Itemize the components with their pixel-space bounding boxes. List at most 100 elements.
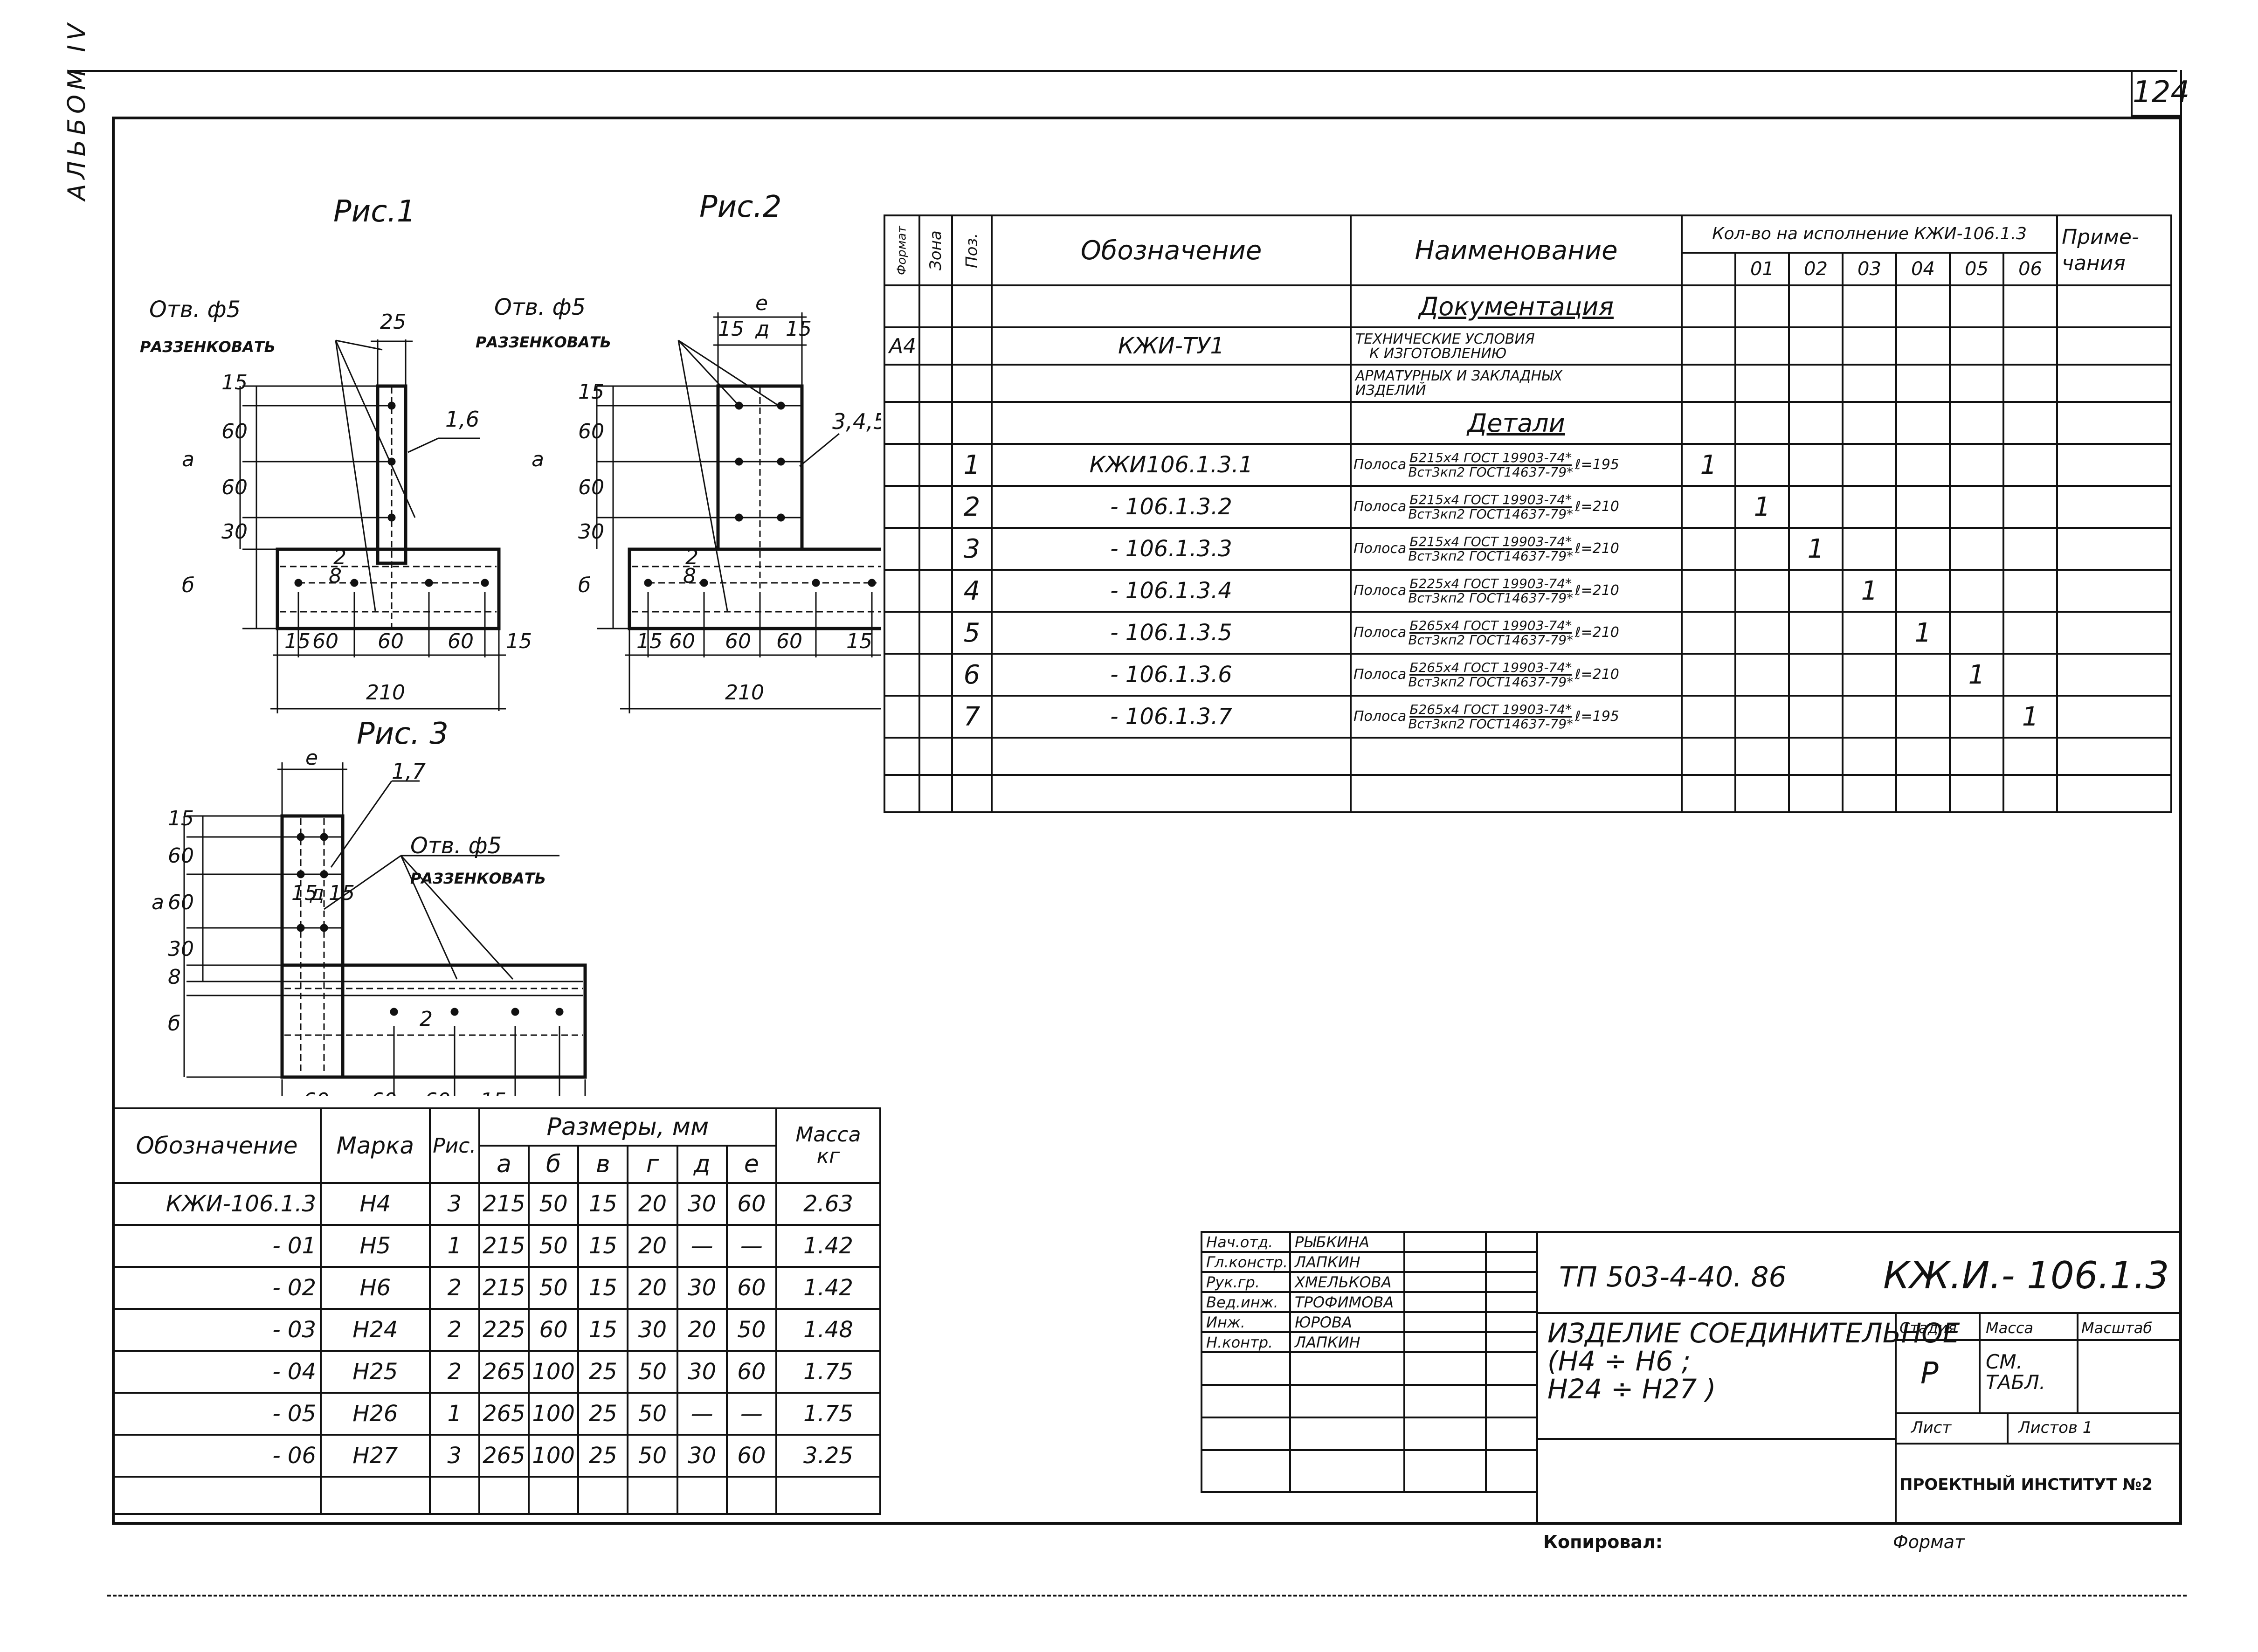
- spec-length: ℓ=210: [1575, 624, 1619, 641]
- fig3-dim-label: 15: [480, 1089, 506, 1096]
- dims-size-col: б: [527, 1145, 580, 1184]
- dims-head-fig: Рис.: [428, 1107, 480, 1184]
- fig3-dim-label: 15: [291, 881, 318, 905]
- fig3-dim-label: 60: [303, 1089, 329, 1096]
- fig2-dim-label: 8: [683, 564, 696, 588]
- dims-size-e: —: [725, 1224, 777, 1268]
- sheets-label: Листов 1: [2018, 1418, 2093, 1437]
- album-label: АЛЬБОМ IV: [63, 19, 91, 200]
- spec-pos: 4: [951, 569, 993, 613]
- spec-head-zone: Зона: [919, 215, 952, 285]
- sheet-number: 124: [2131, 70, 2189, 117]
- dims-size-col: г: [627, 1145, 678, 1184]
- fig2-title: Рис.2: [699, 190, 781, 224]
- fig2-dim-label: а: [532, 448, 544, 471]
- spec-qty: 1: [1734, 485, 1790, 529]
- sig-signature: [1403, 1291, 1487, 1313]
- dims-mass: 1.75: [775, 1392, 882, 1436]
- sig-role: Вед.инж.: [1201, 1291, 1291, 1313]
- fig3-posref: 1,7: [392, 759, 426, 784]
- sig-role: Гл.констр.: [1201, 1251, 1291, 1273]
- fig3-dim-label: 60: [168, 891, 194, 914]
- fig2-dim-label: 60: [776, 629, 802, 653]
- scale-label: Масштаб: [2081, 1319, 2153, 1337]
- fig1-dim-label: 60: [312, 629, 338, 653]
- fig2-dim-label: 2: [685, 546, 698, 569]
- spec-variant-04: 04: [1895, 252, 1951, 286]
- fig2-dim-label: е: [755, 291, 768, 315]
- spec-body: 1 КЖИ106.1.3.1 Полоса Б215х4 ГОСТ 19903-7…: [884, 443, 2173, 739]
- spec-item: Полоса: [1353, 666, 1407, 683]
- dims-size-e: 60: [725, 1434, 777, 1478]
- dims-fig: 1: [428, 1224, 480, 1268]
- fig2-dim-label: 60: [669, 629, 695, 653]
- stage-label: Стадия: [1899, 1319, 1957, 1337]
- fig2-hole: Отв. ф5: [494, 294, 586, 320]
- sheet-label: Лист: [1911, 1418, 1952, 1437]
- spec-profile: Б265х4 ГОСТ 19903-74*: [1409, 659, 1572, 676]
- signature-row: Нач.отд. РЫБКИНА: [1201, 1231, 1538, 1253]
- spec-designation: КЖИ106.1.3.1: [991, 443, 1352, 487]
- doc-name-line4: ИЗДЕЛИЙ: [1355, 382, 1426, 399]
- sig-name: РЫБКИНА: [1289, 1231, 1405, 1253]
- spec-length: ℓ=195: [1575, 456, 1619, 473]
- spec-profile: Б215х4 ГОСТ 19903-74*: [1409, 533, 1572, 550]
- fig3-dimensions: е15606030аб815д15260606015195: [152, 746, 506, 1096]
- dims-size-a: 225: [478, 1308, 530, 1352]
- format-label: Формат: [1893, 1532, 1965, 1552]
- title-block: ТП 503-4-40. 86 КЖ.И.- 106.1.3 ИЗДЕЛИЕ С…: [1536, 1231, 2182, 1525]
- spec-section-details: Детали: [1350, 401, 1683, 445]
- spec-table: Формат Зона Поз. Обозначение Наименовани…: [884, 214, 2173, 813]
- doc-name-line1: ТЕХНИЧЕСКИЕ УСЛОВИЯ: [1355, 331, 1535, 347]
- dims-size-a: 265: [478, 1392, 530, 1436]
- sig-signature: [1403, 1331, 1487, 1353]
- sig-signature: [1403, 1271, 1487, 1293]
- spec-item: Полоса: [1353, 582, 1407, 599]
- dims-size-e: 60: [725, 1182, 777, 1226]
- fig2-dim-label: 15: [846, 629, 872, 653]
- dims-size-col: е: [725, 1145, 777, 1184]
- spec-designation: - 106.1.3.2: [991, 485, 1352, 529]
- dims-designation: - 04: [112, 1350, 322, 1394]
- spec-steel: Вст3кп2 ГОСТ14637-79*: [1408, 464, 1574, 480]
- dims-mass: 1.75: [775, 1350, 882, 1394]
- fig1-dim-label: 15: [284, 629, 311, 653]
- fig2-dim-label: 60: [578, 420, 604, 443]
- fig3-dim-label: 15: [168, 807, 194, 830]
- dims-mark: Н27: [320, 1434, 431, 1478]
- dims-size-d: —: [676, 1224, 728, 1268]
- dims-size-d: 30: [676, 1182, 728, 1226]
- dims-size-v: 15: [577, 1266, 629, 1310]
- spec-length: ℓ=195: [1575, 708, 1619, 725]
- spec-profile: Б215х4 ГОСТ 19903-74*: [1409, 449, 1572, 466]
- sig-name: ХМЕЛЬКОВА: [1289, 1271, 1405, 1293]
- spec-variant-02: 02: [1788, 252, 1844, 286]
- dims-size-col: в: [577, 1145, 629, 1184]
- spec-head-pos: Поз.: [952, 215, 992, 285]
- dims-size-g: 20: [627, 1224, 678, 1268]
- dims-size-g: 50: [627, 1434, 678, 1478]
- fig3-dim-label: е: [305, 746, 318, 770]
- fig2-dim-label: 30: [578, 520, 604, 544]
- dims-size-b: 60: [527, 1308, 580, 1352]
- spec-item: Полоса: [1353, 498, 1407, 515]
- dims-size-b: 50: [527, 1182, 580, 1226]
- dims-mark: Н24: [320, 1308, 431, 1352]
- dims-size-d: —: [676, 1392, 728, 1436]
- dims-size-d: 30: [676, 1434, 728, 1478]
- spec-variant-blank: [1681, 252, 1736, 286]
- sig-name: ЛАПКИН: [1289, 1251, 1405, 1273]
- fig2-dim-label: д: [755, 317, 769, 341]
- top-rule: [70, 70, 2177, 72]
- dims-table: Обозначение Марка Рис. Размеры, мм Масса…: [112, 1107, 882, 1515]
- spec-section-docs: Документация: [1350, 284, 1683, 328]
- sig-role: Рук.гр.: [1201, 1271, 1291, 1293]
- dims-designation: - 02: [112, 1266, 322, 1310]
- dims-size-a: 215: [478, 1224, 530, 1268]
- fig2-dim-label: 15: [636, 629, 663, 653]
